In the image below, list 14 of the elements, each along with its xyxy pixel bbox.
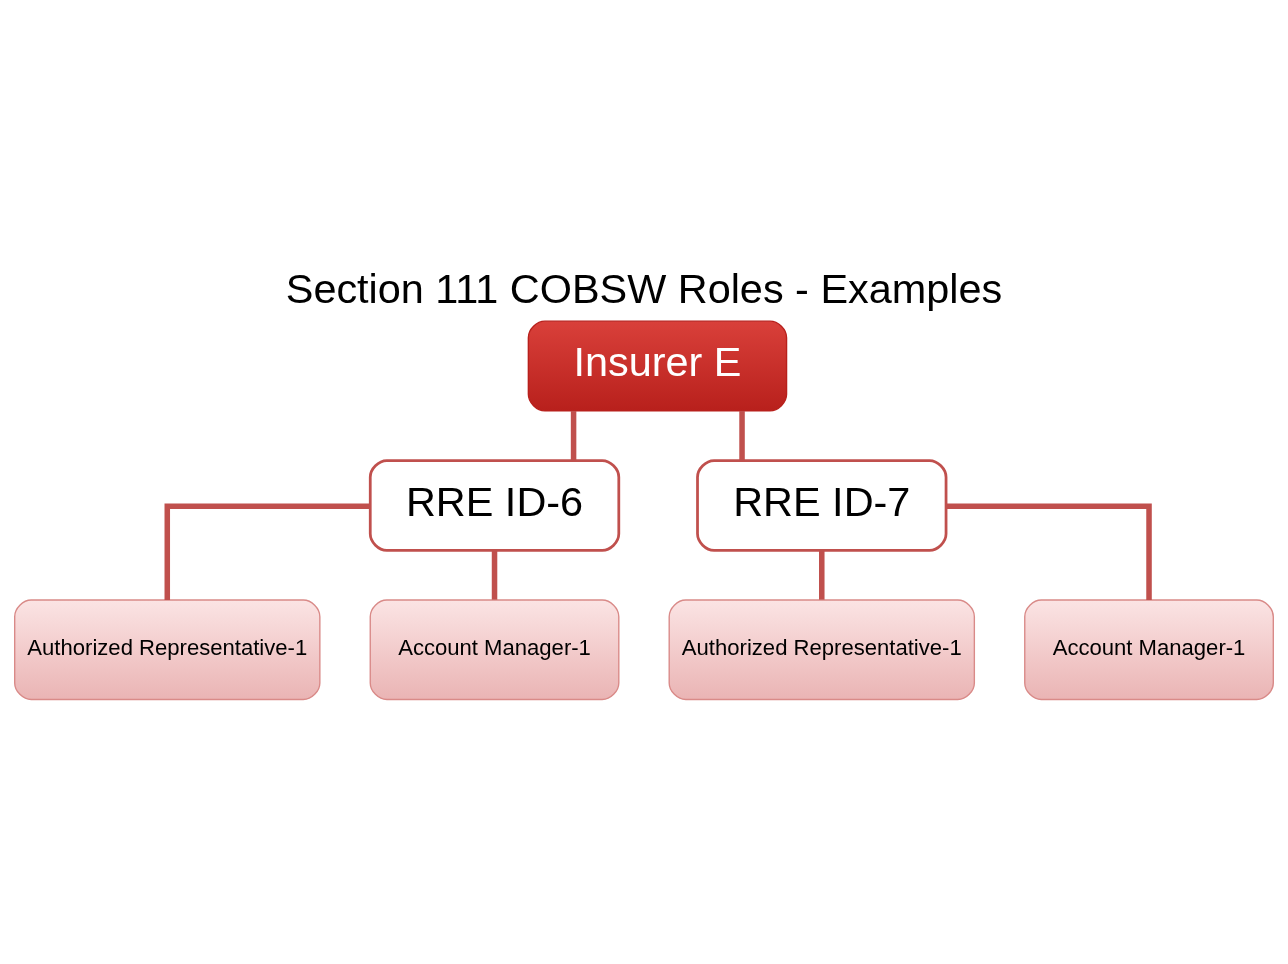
connector	[164, 503, 370, 600]
node-box: Insurer E	[527, 320, 788, 412]
connector	[570, 410, 577, 461]
connector	[491, 550, 498, 600]
diagram-title: Section 111 COBSW Roles - Examples	[285, 266, 1003, 313]
node-box: Authorized Representative-1	[668, 599, 976, 701]
node-box: RRE ID-6	[368, 459, 621, 552]
node-box: RRE ID-7	[696, 459, 948, 552]
connector	[819, 550, 825, 600]
node-box: Authorized Representative-1	[14, 599, 321, 701]
connector	[946, 503, 1152, 600]
node-box: Account Manager-1	[369, 599, 620, 701]
node-box: Account Manager-1	[1024, 599, 1274, 701]
connector	[739, 410, 745, 461]
